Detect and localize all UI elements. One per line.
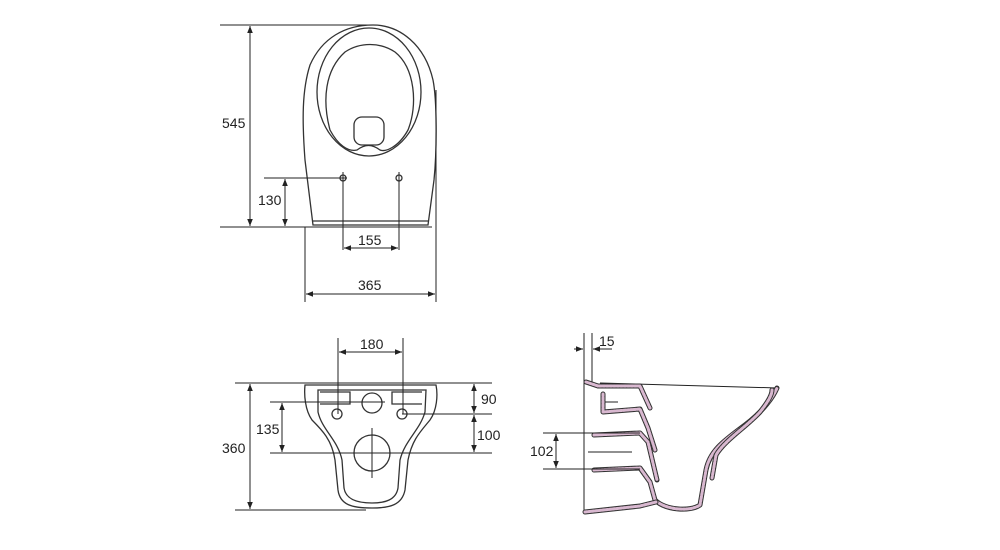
dim-width-365: 365: [358, 277, 382, 293]
dim-offset-135: 135: [256, 421, 280, 437]
bowl-opening: [353, 116, 385, 146]
dim-offset-90: 90: [481, 391, 497, 407]
dim-wall-gap-15: 15: [599, 333, 615, 349]
bolt-hole-left: [331, 408, 343, 420]
dim-height-545: 545: [222, 115, 246, 131]
dim-height-360: 360: [222, 440, 246, 456]
seat-rim: [316, 27, 422, 157]
dim-offset-100: 100: [477, 427, 501, 443]
hatched-section: [582, 379, 780, 515]
dim-bolt-spacing-180: 180: [360, 336, 384, 352]
dim-bolt-height-130: 130: [258, 192, 282, 208]
dim-outlet-height-102: 102: [530, 443, 554, 459]
inlet-hole: [361, 392, 383, 414]
top-view: 545 130 155 365: [220, 24, 437, 302]
rear-outline: [304, 384, 438, 509]
dim-bolt-spacing-155: 155: [358, 232, 382, 248]
bowl-outline: [302, 24, 437, 226]
side-section-view: 15 102: [530, 333, 780, 515]
rear-view: 180 360 135 90 100: [222, 336, 501, 511]
